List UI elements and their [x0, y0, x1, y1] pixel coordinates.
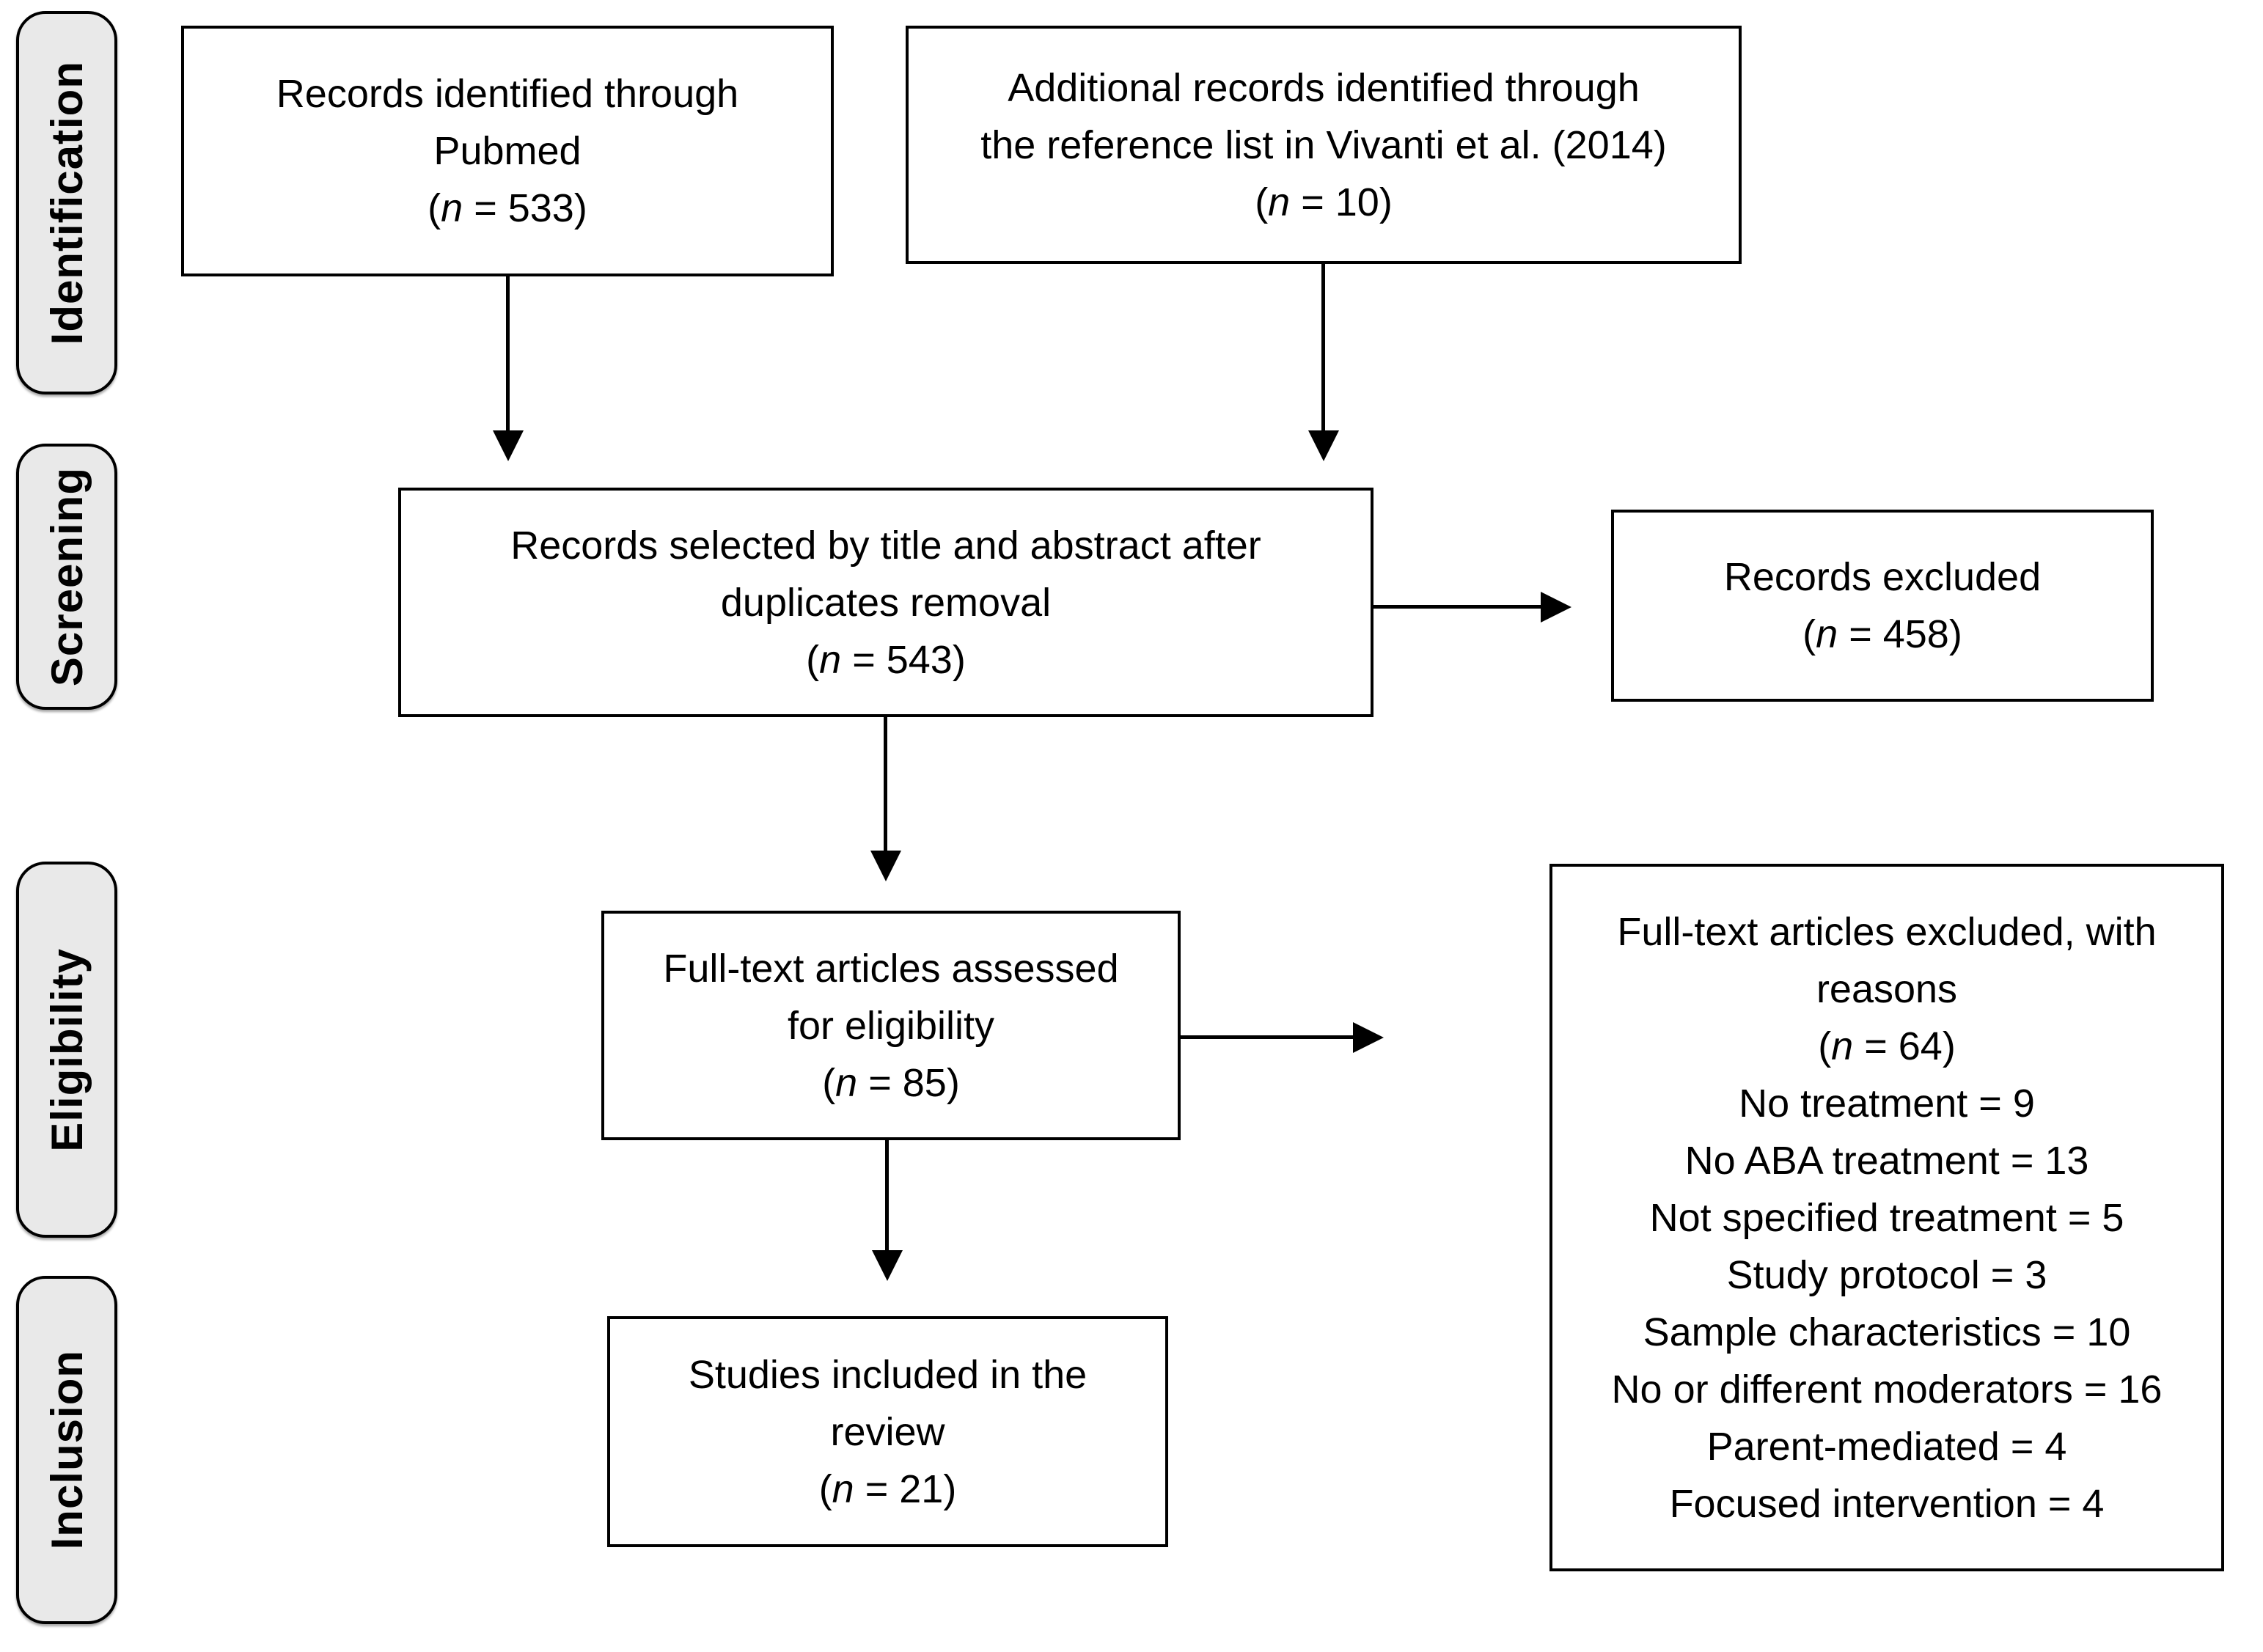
- box-records-selected: Records selected by title and abstract a…: [398, 488, 1373, 717]
- box-line: review: [830, 1409, 945, 1454]
- stage-label-eligibility-text: Eligibility: [42, 947, 92, 1152]
- box-fulltext-assessed: Full-text articles assessed for eligibili…: [601, 911, 1181, 1140]
- box-line: (n = 533): [428, 186, 587, 230]
- box-line: Full-text articles assessed: [663, 946, 1119, 991]
- box-line: (n = 458): [1802, 612, 1962, 656]
- arrow-identified-down: [506, 276, 510, 432]
- box-line: Focused intervention = 4: [1669, 1481, 2105, 1526]
- stage-label-screening: Screening: [16, 444, 117, 710]
- box-line: Parent-mediated = 4: [1706, 1424, 2067, 1469]
- box-line: Pubmed: [433, 129, 582, 173]
- box-line: Records identified through: [276, 72, 739, 116]
- box-line: for eligibility: [787, 1003, 995, 1048]
- arrow-assessed-down: [885, 1140, 889, 1252]
- arrow-additional-down: [1321, 264, 1325, 432]
- stage-label-identification-text: Identification: [42, 60, 92, 345]
- box-line: No ABA treatment = 13: [1684, 1138, 2089, 1183]
- box-line: Sample characteristics = 10: [1643, 1310, 2131, 1354]
- stage-label-eligibility: Eligibility: [16, 862, 117, 1238]
- box-line: Studies included in the: [688, 1352, 1088, 1397]
- box-studies-included: Studies included in the review (n = 21): [607, 1316, 1168, 1547]
- box-line: Additional records identified through: [1008, 65, 1640, 110]
- box-line: duplicates removal: [720, 580, 1052, 625]
- arrow-assessed-to-excluded: [1181, 1035, 1354, 1039]
- box-line: Records selected by title and abstract a…: [510, 523, 1261, 568]
- stage-label-screening-text: Screening: [42, 466, 92, 687]
- box-line: (n = 21): [818, 1466, 957, 1511]
- box-line: (n = 543): [806, 637, 966, 682]
- stage-label-identification: Identification: [16, 11, 117, 394]
- box-line: Study protocol = 3: [1726, 1252, 2047, 1297]
- box-line: (n = 85): [822, 1060, 960, 1105]
- box-line: the reference list in Vivanti et al. (20…: [980, 122, 1667, 167]
- box-line: Records excluded: [1723, 555, 2042, 599]
- box-records-excluded: Records excluded (n = 458): [1611, 510, 2154, 702]
- box-additional-records: Additional records identified through the…: [906, 26, 1742, 264]
- box-line: Full-text articles excluded, with: [1617, 909, 2157, 954]
- box-line: (n = 64): [1818, 1024, 1956, 1068]
- box-line: Not specified treatment = 5: [1649, 1195, 2124, 1240]
- stage-label-inclusion: Inclusion: [16, 1276, 117, 1624]
- box-line: No treatment = 9: [1739, 1081, 2035, 1126]
- stage-label-inclusion-text: Inclusion: [42, 1350, 92, 1550]
- arrow-selected-down: [884, 717, 887, 852]
- box-fulltext-excluded-reasons: Full-text articles excluded, with reasons…: [1549, 864, 2224, 1571]
- box-line: reasons: [1816, 966, 1958, 1011]
- box-line: (n = 10): [1255, 180, 1393, 224]
- box-line: No or different moderators = 16: [1611, 1367, 2163, 1411]
- arrow-selected-to-excluded: [1373, 605, 1542, 609]
